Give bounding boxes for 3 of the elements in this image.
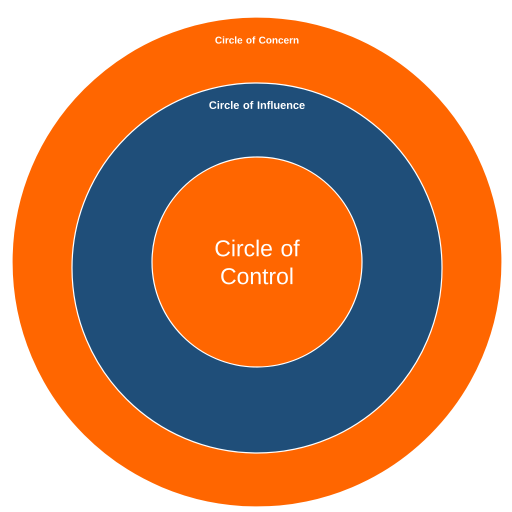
circle-label: Circle of Influence [209, 100, 305, 110]
circle-label: Circle of Concern [215, 36, 298, 44]
circle-label: Circle of Control [216, 240, 300, 284]
